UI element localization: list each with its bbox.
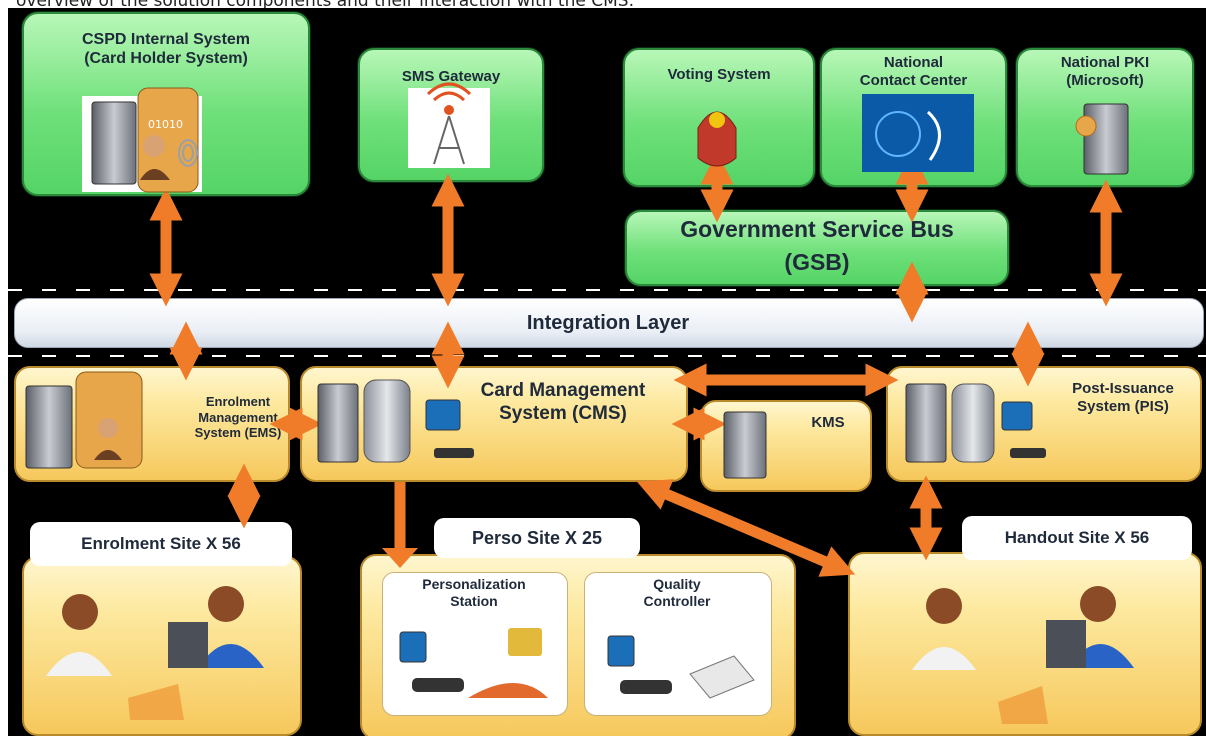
personalization-station-label: Personalization Station <box>422 576 526 609</box>
svg-text:01010: 01010 <box>148 118 183 131</box>
server-icon: 01010 <box>82 87 202 193</box>
diagram-canvas: CSPD Internal System (Card Holder System… <box>8 8 1206 736</box>
personalization-device-icon <box>399 628 548 698</box>
kms-label: KMS <box>811 414 845 431</box>
ems-server-icon <box>25 371 143 469</box>
quality-controller-label: Quality Controller <box>643 576 711 609</box>
enrolment-site-title: Enrolment Site X 56 <box>30 522 292 566</box>
voting-system-label: Voting System <box>667 66 771 83</box>
connection-arrows <box>149 151 1123 577</box>
pis-server-icon <box>905 383 1046 463</box>
integration-layer-label: Integration Layer <box>526 312 690 334</box>
dashed-separators <box>8 289 1206 357</box>
pis-label: Post-Issuance System (PIS) <box>1072 380 1174 415</box>
arrow-head-perso <box>382 548 418 568</box>
arrow-cms-handout-site <box>636 479 856 577</box>
diagram-caption: overview of the solution components and … <box>16 0 635 11</box>
gsb-box <box>625 210 1009 286</box>
diagram-graphics: 01010 <box>8 82 1206 724</box>
handout-site-title: Handout Site X 56 <box>962 516 1192 560</box>
sms-gateway-label: SMS Gateway <box>401 68 501 85</box>
integration-layer-bar <box>14 298 1204 348</box>
fingerprint-icon <box>178 139 198 167</box>
people-icon <box>46 586 264 720</box>
cms-server-icon <box>317 379 474 463</box>
perso-site-title: Perso Site X 25 <box>434 518 640 558</box>
contact-center-icon <box>862 94 974 172</box>
kms-server-icon <box>723 411 767 479</box>
cspd-system-label: CSPD Internal System (Card Holder System… <box>81 31 251 68</box>
quality-device-icon <box>607 635 755 699</box>
gsb-label: Government Service Bus (GSB) <box>680 216 954 276</box>
pki-server-icon <box>1075 103 1129 175</box>
antenna-tower-icon <box>408 82 490 168</box>
handout-people-icon <box>912 586 1134 724</box>
coat-of-arms-icon <box>697 111 737 167</box>
person-icon <box>140 135 170 180</box>
cms-label: Card Management System (CMS) <box>480 380 646 424</box>
national-pki-label: National PKI (Microsoft) <box>1060 54 1150 89</box>
national-contact-center-label: National Contact Center <box>859 54 968 89</box>
